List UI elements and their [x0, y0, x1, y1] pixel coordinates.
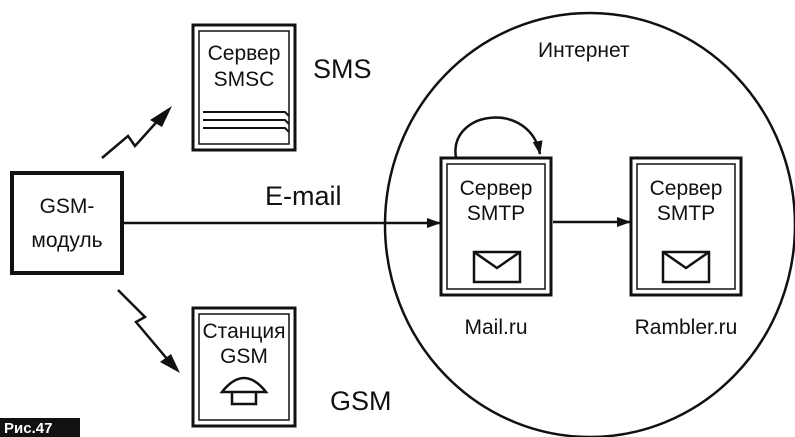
- rambler-caption: Rambler.ru: [635, 316, 738, 339]
- lightning-arrowhead-bottom: [160, 354, 180, 373]
- gsm-station-line1: Станция: [203, 320, 286, 343]
- figure-tag-bg: [0, 418, 80, 437]
- self-loop-arrow: [454, 116, 543, 159]
- gsm-station-line2: GSM: [220, 345, 268, 368]
- lightning-icon: [101, 115, 169, 361]
- gsm-module-line1: GSM-: [40, 195, 95, 218]
- sms-label: SMS: [313, 54, 372, 84]
- sms-server-line2: SMSC: [214, 68, 275, 91]
- envelope-icon: [472, 250, 522, 284]
- gsm-label: GSM: [330, 386, 392, 416]
- gsm-module-line2: модуль: [31, 229, 102, 252]
- sms-server-box: Сервер SMSC: [191, 23, 297, 152]
- figure-tag: Рис.47: [4, 420, 52, 437]
- phone-dome-icon: [219, 376, 269, 406]
- document-lines-icon: [203, 111, 290, 133]
- smtp-rambler-line1: Сервер: [650, 177, 723, 200]
- internet-circle: [383, 11, 795, 437]
- envelope-icon: [661, 250, 711, 284]
- lightning-arrowhead-top: [150, 106, 172, 127]
- smtp-mailru-line1: Сервер: [460, 177, 533, 200]
- gsm-station-box: Станция GSM: [191, 306, 297, 428]
- sms-server-line1: Сервер: [208, 42, 281, 65]
- smtp-server-mailru: Сервер SMTP: [439, 156, 553, 297]
- smtp-mailru-line2: SMTP: [467, 202, 525, 225]
- mailru-caption: Mail.ru: [464, 316, 527, 339]
- gsm-module-box: GSM- модуль: [10, 171, 124, 275]
- smtp-rambler-line2: SMTP: [657, 202, 715, 225]
- email-label: E-mail: [265, 181, 342, 211]
- smtp-server-rambler: Сервер SMTP: [629, 156, 743, 297]
- internet-label: Интернет: [538, 39, 630, 62]
